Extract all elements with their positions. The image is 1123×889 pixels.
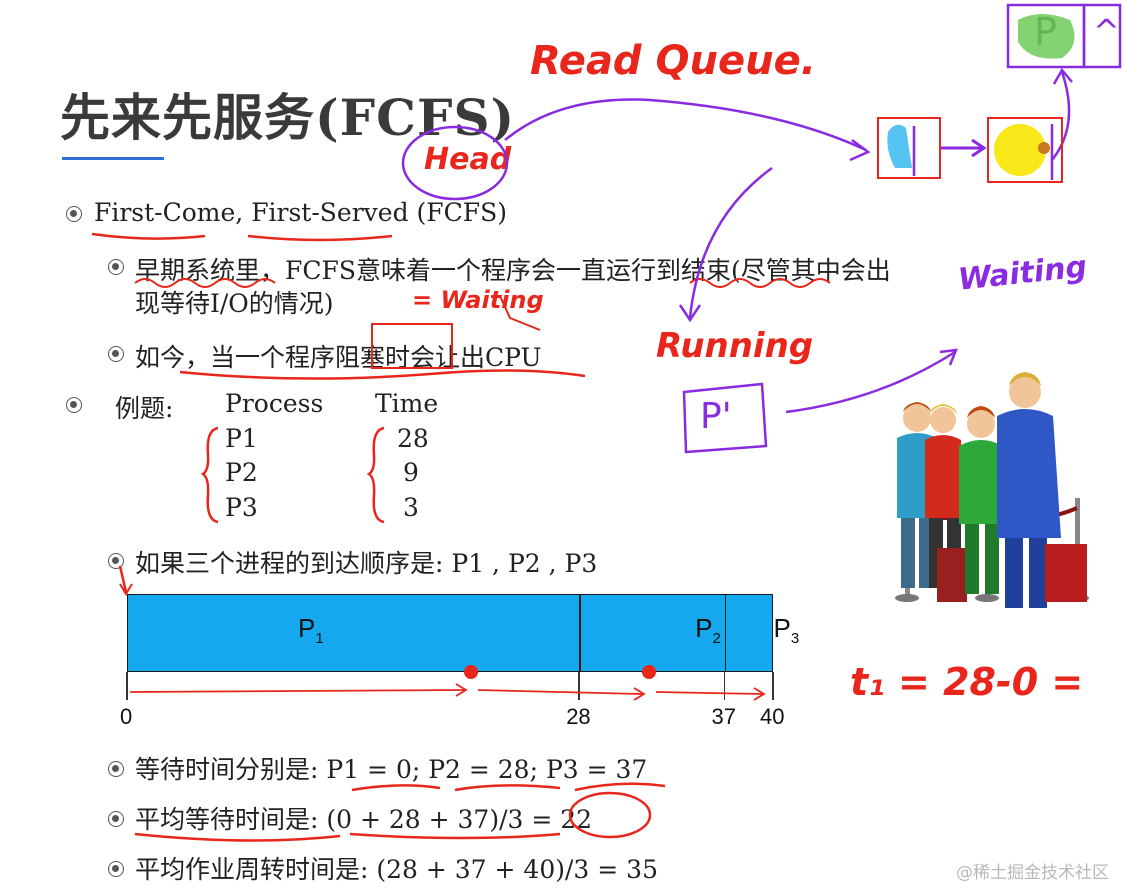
- gantt-tick-label: 28: [566, 704, 591, 729]
- queue-node: [987, 117, 1063, 183]
- gantt-separator: [579, 595, 581, 671]
- table-header-time: Time: [375, 389, 439, 418]
- table-cell-time: 3: [403, 493, 419, 522]
- annotation-caret: ^: [1093, 12, 1120, 50]
- bullet-icon: [108, 811, 124, 827]
- gantt-label-p3: P3: [773, 613, 800, 648]
- purple-circle: [401, 125, 509, 201]
- bullet-fcfs: First-Come, First-Served (FCFS): [94, 198, 508, 227]
- annotation-p-prime: P': [700, 396, 732, 437]
- bullet-average-turnaround: 平均作业周转时间是: (28 + 37 + 40)/3 = 35: [135, 855, 658, 884]
- bullet-early-systems-line2: 现等待I/O的情况): [135, 289, 334, 318]
- bullet-icon: [66, 397, 82, 413]
- purple-arrow: [785, 350, 956, 414]
- purple-box: [682, 382, 768, 454]
- bullet-icon: [108, 346, 124, 362]
- table-cell-process: P3: [225, 493, 258, 522]
- red-box: [371, 323, 453, 369]
- bullet-icon: [108, 553, 124, 569]
- waiting-people-illustration: [895, 372, 1089, 608]
- red-dot: [464, 665, 478, 679]
- red-underline: [351, 784, 441, 792]
- queue-node: [877, 117, 941, 179]
- bullet-icon: [108, 861, 124, 877]
- red-underline: [247, 234, 393, 242]
- gantt-chart: P1 P2 P3: [127, 594, 799, 672]
- red-underline: [454, 784, 561, 792]
- gantt-tick-label: 37: [711, 704, 737, 729]
- gantt-tick-label: 40: [760, 704, 785, 729]
- red-arrow: [655, 691, 763, 695]
- red-underline: [179, 369, 586, 380]
- table-cell-process: P2: [225, 458, 258, 487]
- annotation-running: Running: [656, 326, 814, 366]
- table-cell-time: 28: [397, 424, 429, 453]
- gantt-tick-line: [723, 672, 726, 700]
- watermark: @稀土掘金技术社区: [956, 863, 1109, 883]
- gantt-label-p2: P2: [695, 613, 721, 648]
- gantt-separator: [724, 595, 727, 671]
- table-cell-time: 9: [403, 458, 419, 487]
- purple-arrow: [688, 166, 773, 319]
- annotation-formula: t₁ = 28-0 =: [850, 660, 1084, 704]
- red-arrow: [477, 689, 643, 695]
- gantt-tick-line: [772, 672, 774, 700]
- bullet-nowadays: 如今，当一个程序阻塞时会让出CPU: [135, 343, 542, 372]
- bullet-wait-times: 等待时间分别是: P1 = 0; P2 = 28; P3 = 37: [135, 755, 648, 784]
- red-underline: [689, 278, 831, 288]
- bullet-icon: [66, 206, 82, 222]
- purple-arrow: [504, 98, 867, 152]
- gantt-tick-line: [578, 672, 580, 700]
- example-label: 例题:: [115, 394, 174, 423]
- red-underline: [134, 832, 341, 842]
- title-underline: [62, 157, 164, 160]
- bullet-icon: [108, 761, 124, 777]
- slide-title: 先来先服务(FCFS): [60, 88, 516, 147]
- red-dot: [642, 665, 656, 679]
- bullet-icon: [108, 259, 124, 275]
- red-underline: [349, 832, 561, 840]
- annotation-waiting: = Waiting: [412, 286, 544, 314]
- red-brace: [200, 426, 219, 524]
- table-header-process: Process: [225, 389, 324, 418]
- red-underline: [574, 782, 666, 792]
- gantt-tick-label: 0: [120, 704, 133, 729]
- annotation-head: Head: [424, 142, 512, 177]
- red-brace: [366, 426, 385, 524]
- annotation-read-queue: Read Queue.: [530, 38, 816, 84]
- red-circle: [568, 791, 652, 839]
- table-cell-process: P1: [225, 424, 258, 453]
- red-underline: [134, 278, 276, 288]
- bullet-arrival-order: 如果三个进程的到达顺序是: P1 , P2 , P3: [135, 549, 598, 578]
- red-underline: [91, 232, 206, 240]
- bullet-average-wait: 平均等待时间是: (0 + 28 + 37)/3 = 22: [135, 805, 593, 834]
- gantt-tick-line: [126, 672, 128, 700]
- red-arrow: [129, 689, 465, 693]
- gantt-label-p1: P1: [298, 613, 324, 648]
